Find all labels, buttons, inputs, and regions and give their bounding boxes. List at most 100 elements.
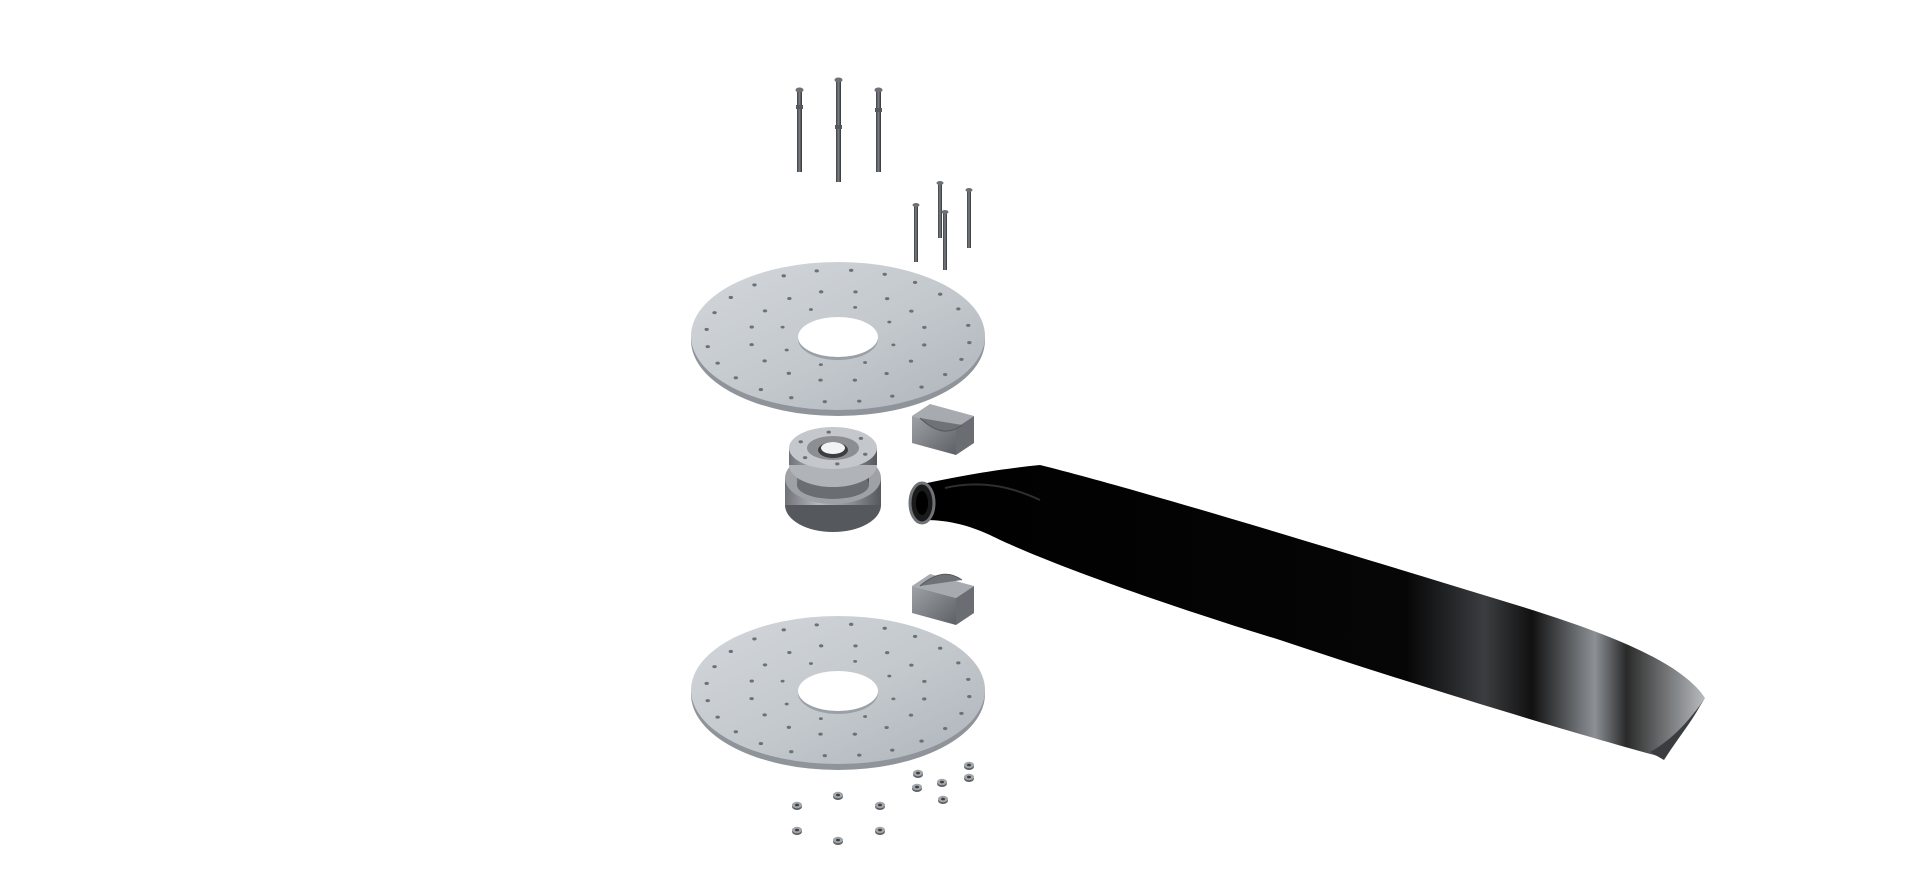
bolt-hole [967, 341, 972, 345]
hub-bolt-holes [798, 430, 868, 466]
bolt-hole [937, 646, 943, 650]
lower-disc-plate [691, 616, 985, 770]
long-bolt [795, 87, 804, 172]
bolt-hole [789, 750, 794, 754]
bolt-hole [808, 662, 813, 665]
bolt-hole [908, 359, 914, 363]
bolt-hole [802, 456, 808, 460]
bolt-hole [749, 343, 754, 347]
nut-group [792, 761, 974, 845]
short-bolt [941, 210, 949, 270]
bolt-hole [814, 623, 819, 627]
bolt-hole [853, 305, 858, 309]
bolt-hole [959, 711, 964, 715]
bolt-hole [715, 715, 720, 719]
bolt-hole [919, 385, 924, 389]
plate-bolt-holes [704, 268, 972, 404]
bolt-hole [848, 622, 854, 626]
bolt-hole [822, 400, 828, 404]
bolt-hole [705, 699, 710, 703]
bolt-hole [762, 309, 768, 313]
bolt-hole [818, 363, 823, 367]
bolt-hole [863, 361, 868, 364]
bolt-hole [863, 715, 868, 718]
bolt-hole [814, 269, 819, 273]
bolt-hole [733, 376, 739, 380]
bolt-hole [780, 679, 785, 683]
bolt-hole [822, 754, 828, 758]
bolt-hole [704, 327, 709, 331]
upper-clamp-block [912, 404, 974, 455]
bolt-hole [798, 440, 803, 444]
bolt-hole [752, 283, 757, 287]
bolt-hole [808, 308, 813, 311]
bolt-hole [752, 637, 757, 641]
bolt-hole [959, 357, 964, 361]
bolt-hole [728, 295, 734, 299]
bolt-hole [942, 727, 948, 731]
bolt-hole [781, 274, 786, 278]
bolt-hole [922, 679, 927, 683]
bolt-hole [967, 695, 972, 699]
bolt-hole [956, 661, 961, 665]
bolt-hole [762, 663, 768, 667]
bolt-hole [908, 713, 914, 717]
nut [912, 783, 922, 792]
nut [938, 795, 948, 804]
nut [833, 791, 843, 800]
nut [833, 836, 843, 845]
nut [964, 773, 974, 782]
bolt-hole [781, 628, 786, 632]
long-bolt [834, 77, 843, 182]
bolt-hole [786, 371, 792, 375]
bolt-hole [909, 309, 914, 313]
short-bolt [965, 188, 973, 248]
nut [875, 801, 885, 810]
bolt-hole [728, 649, 734, 653]
bolt-hole [887, 320, 892, 324]
bolt-hole [884, 371, 889, 376]
bolt-hole [890, 394, 895, 398]
nut [913, 769, 923, 778]
bolt-hole [882, 626, 887, 630]
bolt-hole [780, 325, 785, 329]
nut [964, 761, 974, 770]
bolt-hole [818, 732, 823, 736]
bolt-hole [749, 697, 754, 701]
bolt-hole [852, 732, 858, 736]
bolt-hole [853, 290, 858, 294]
bolt-hole [787, 650, 792, 655]
bolt-hole [835, 462, 840, 466]
bolt-hole [704, 681, 709, 685]
bolt-hole [852, 378, 858, 382]
bolt-hole [884, 297, 890, 301]
rotor-blade [908, 465, 1705, 760]
bolt-hole [922, 697, 927, 701]
bolt-hole [789, 396, 794, 400]
bolt-hole [715, 361, 720, 365]
bolt-hole [758, 742, 764, 746]
bolt-hole [922, 343, 927, 347]
bolt-hole [942, 373, 948, 377]
bolt-hole [891, 343, 896, 347]
bolt-hole [733, 730, 739, 734]
bolt-hole [853, 644, 858, 648]
bolt-hole [762, 359, 767, 363]
nut [792, 826, 802, 835]
bolt-hole [818, 290, 824, 294]
bolt-hole [882, 272, 887, 276]
bolt-hole [912, 634, 918, 638]
bolt-hole [758, 388, 764, 392]
bolt-hole [786, 725, 792, 729]
bolt-hole [890, 748, 895, 752]
bolt-hole [966, 323, 971, 327]
bolt-hole [966, 677, 971, 681]
bolt-hole [884, 651, 890, 655]
bolt-hole [705, 345, 710, 349]
short-bolt [912, 203, 920, 262]
short-bolt-group [912, 181, 973, 270]
nut [792, 801, 802, 810]
bolt-hole [712, 311, 717, 315]
